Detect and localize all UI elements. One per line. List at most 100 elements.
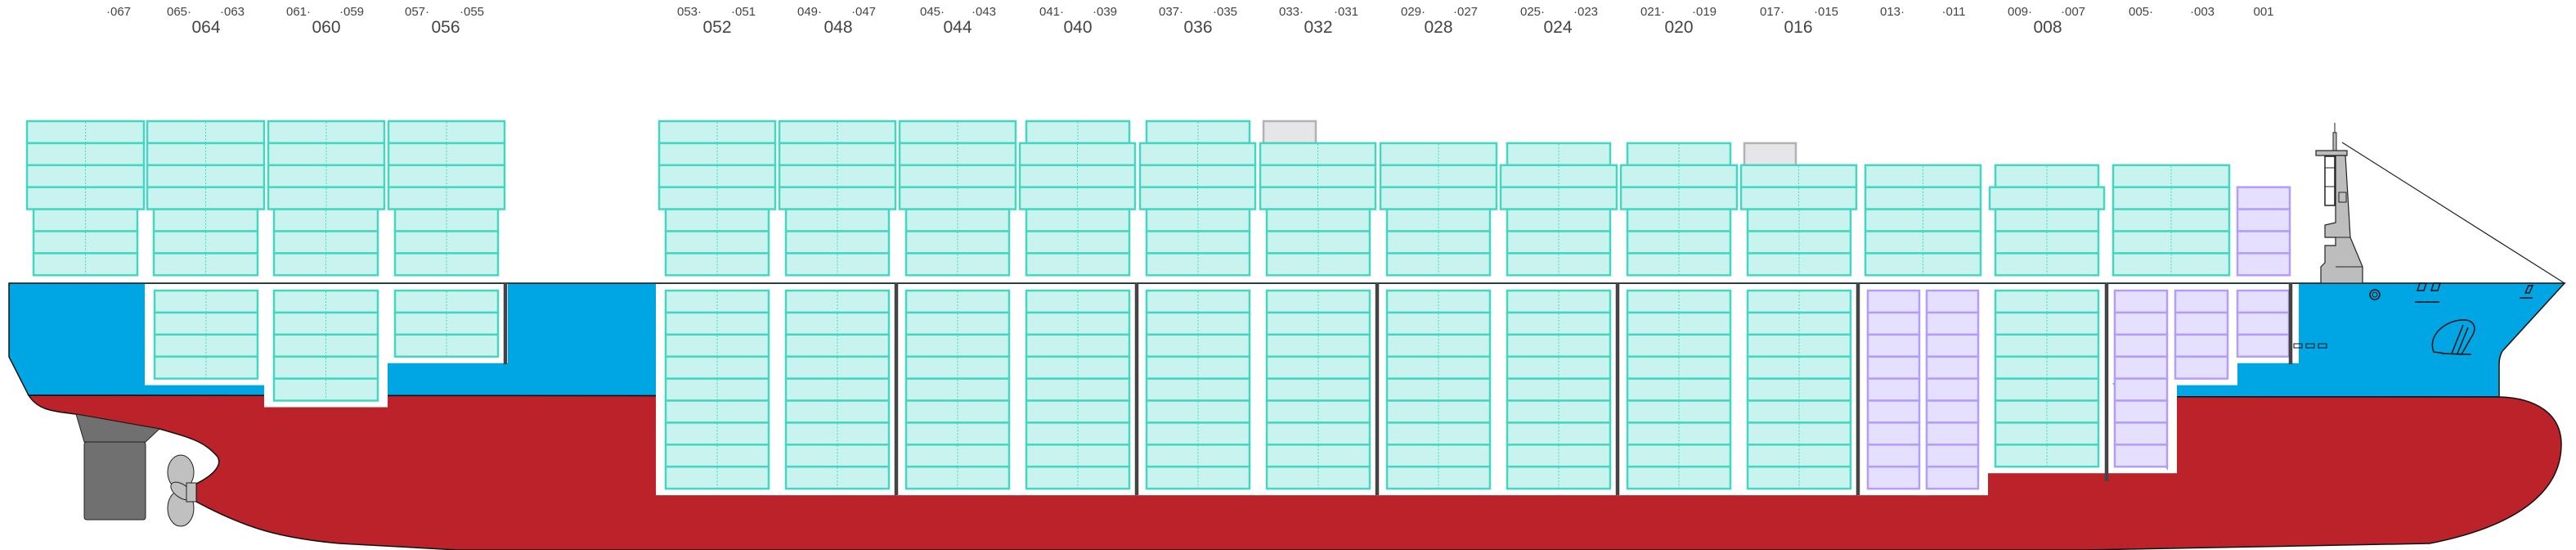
bay-label-odd: ·007 <box>2061 5 2085 19</box>
container-20ft[interactable] <box>2236 311 2291 336</box>
container-20ft[interactable] <box>2174 289 2229 314</box>
container-20ft[interactable] <box>1866 444 1921 468</box>
container-20ft[interactable] <box>1925 422 1980 446</box>
container-20ft[interactable] <box>1925 465 1980 490</box>
bay-label-odd: 001 <box>2253 5 2273 19</box>
container-20ft[interactable] <box>1866 465 1921 490</box>
container-20ft[interactable] <box>2236 186 2291 210</box>
container-20ft[interactable] <box>2113 311 2169 336</box>
bay-label-odd: ·015 <box>1814 5 1838 19</box>
container-20ft[interactable] <box>1866 333 1921 358</box>
bay-label-even: 060 <box>312 18 340 37</box>
bay-label-even: 064 <box>191 18 220 37</box>
bay-label-odd: ·067 <box>106 5 131 19</box>
bay-label-odd: ·031 <box>1334 5 1358 19</box>
container-20ft[interactable] <box>1866 289 1921 314</box>
bay-label-odd: 065· <box>167 5 191 19</box>
container-20ft[interactable] <box>2174 355 2229 380</box>
container-20ft[interactable] <box>2236 252 2291 277</box>
container-20ft[interactable] <box>2236 208 2291 232</box>
forestay <box>2341 142 2565 284</box>
deck-fitting <box>2305 343 2315 349</box>
container-20ft[interactable] <box>2174 333 2229 358</box>
container-20ft[interactable] <box>2236 230 2291 255</box>
bay-label-even: 036 <box>1183 18 1212 37</box>
container-20ft[interactable] <box>2113 422 2169 446</box>
container-slot-empty[interactable] <box>1743 142 1797 167</box>
container-40ft[interactable] <box>1626 399 1732 424</box>
container-20ft[interactable] <box>1866 355 1921 380</box>
bay-label-odd: 061· <box>286 5 311 19</box>
bay-label-odd: 017· <box>1760 5 1784 19</box>
bay-label-even: 020 <box>1664 18 1693 37</box>
bow-vents-icon <box>2415 282 2442 303</box>
container-20ft[interactable] <box>2113 399 2169 424</box>
container-slot-empty[interactable] <box>1262 119 1317 145</box>
bay-label-odd: ·011 <box>1942 5 1966 19</box>
bay-label-odd: ·059 <box>339 5 364 19</box>
container-20ft[interactable] <box>1925 333 1980 358</box>
bay-label-odd: ·023 <box>1573 5 1598 19</box>
bay-label-odd: 009· <box>2008 5 2032 19</box>
bay-label-even: 040 <box>1063 18 1092 37</box>
bay-label-odd: ·047 <box>851 5 876 19</box>
container-20ft[interactable] <box>1866 422 1921 446</box>
bow-vent-icon <box>2520 285 2534 299</box>
bay-label-odd: 049· <box>797 5 822 19</box>
bay-label-even: 016 <box>1784 18 1812 37</box>
bay-label-odd: 045· <box>920 5 945 19</box>
bay-label-odd: 021· <box>1640 5 1665 19</box>
container-20ft[interactable] <box>1925 399 1980 424</box>
container-40ft[interactable] <box>25 142 146 167</box>
bay-label-even: 052 <box>702 18 731 37</box>
bay-label-odd: 029· <box>1401 5 1425 19</box>
bay-label-odd: ·003 <box>2190 5 2215 19</box>
bay-label-odd: 025· <box>1520 5 1545 19</box>
bay-label-odd: 013· <box>1880 5 1905 19</box>
container-20ft[interactable] <box>1866 311 1921 336</box>
bay-label-odd: 041· <box>1039 5 1064 19</box>
bay-label-even: 032 <box>1304 18 1332 37</box>
container-20ft[interactable] <box>2174 311 2229 336</box>
container-20ft[interactable] <box>1925 311 1980 336</box>
rudder-blade <box>83 441 146 521</box>
bay-label-even: 048 <box>824 18 852 37</box>
anchor-icon <box>2431 319 2475 355</box>
container-20ft[interactable] <box>2113 377 2169 402</box>
bay-label-even: 024 <box>1543 18 1572 37</box>
bay-label-odd: 057· <box>405 5 429 19</box>
container-20ft[interactable] <box>1925 377 1980 402</box>
bay-label-odd: ·055 <box>460 5 484 19</box>
container-20ft[interactable] <box>1866 399 1921 424</box>
foremast <box>2315 123 2565 284</box>
bay-label-odd: 037· <box>1159 5 1183 19</box>
bay-label-odd: ·035 <box>1213 5 1237 19</box>
container-20ft[interactable] <box>2113 444 2169 468</box>
bulkheads <box>503 283 2293 495</box>
propeller <box>167 454 197 527</box>
bay-label-even: 028 <box>1424 18 1452 37</box>
container-20ft[interactable] <box>1925 444 1980 468</box>
container-20ft[interactable] <box>1866 377 1921 402</box>
bay-label-odd: ·027 <box>1453 5 1478 19</box>
mast-ladder <box>2324 156 2336 206</box>
container-20ft[interactable] <box>2113 355 2169 380</box>
rudder-stock <box>75 413 161 443</box>
propeller-hub <box>186 482 197 503</box>
mast-door <box>2338 192 2347 203</box>
bay-label-odd: 053· <box>677 5 702 19</box>
container-20ft[interactable] <box>2113 289 2169 314</box>
container-20ft[interactable] <box>2236 289 2291 314</box>
container-20ft[interactable] <box>1925 289 1980 314</box>
bay-label-odd: 005· <box>2129 5 2153 19</box>
container-40ft[interactable] <box>904 465 1011 490</box>
bay-label-odd: ·043 <box>972 5 996 19</box>
bay-label-odd: ·019 <box>1692 5 1717 19</box>
container-20ft[interactable] <box>1925 355 1980 380</box>
container-20ft[interactable] <box>2236 333 2291 358</box>
container-20ft[interactable] <box>2113 333 2169 358</box>
bow-details <box>2293 282 2534 355</box>
hawse-mark-inner <box>2372 291 2378 298</box>
